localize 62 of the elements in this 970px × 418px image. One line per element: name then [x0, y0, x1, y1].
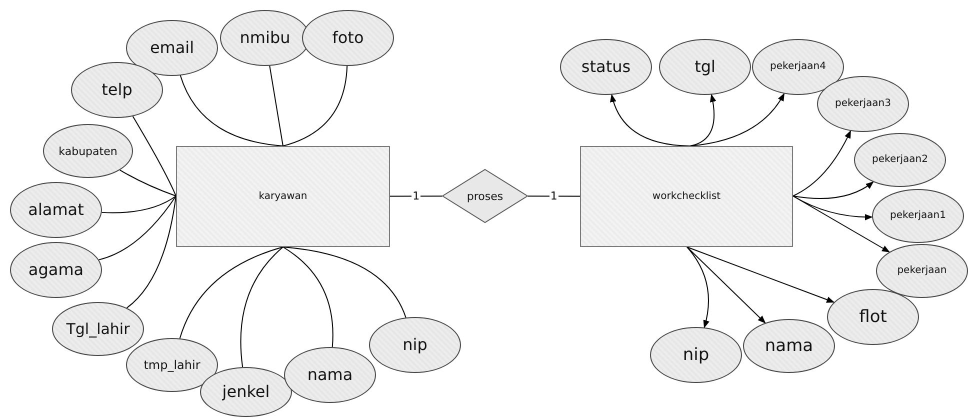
- arrow: [686, 246, 835, 303]
- relationship-name: proses: [466, 190, 504, 202]
- attribute-ellipse: [827, 289, 919, 345]
- edge-label: 1: [412, 190, 421, 202]
- connector-line: [527, 196, 580, 197]
- edge-label: 1: [549, 190, 558, 202]
- attribute-name: status: [581, 59, 631, 75]
- attribute-name: foto: [332, 30, 364, 46]
- attribute-name: nip: [402, 337, 428, 353]
- arrow: [690, 94, 716, 146]
- connector-line: [240, 246, 284, 368]
- arrow: [610, 94, 690, 146]
- attribute-name: jenkel: [222, 384, 270, 400]
- entity-name: karyawan: [258, 192, 308, 202]
- attribute-name: nmibu: [240, 30, 290, 46]
- entity-name: workchecklist: [652, 192, 721, 202]
- arrow: [792, 130, 852, 196]
- attribute-name: pekerjaan: [897, 266, 947, 276]
- attribute-name: kabupaten: [58, 146, 118, 156]
- attribute-name: nip: [682, 346, 710, 364]
- attribute-name: nama: [764, 338, 814, 354]
- relationship-diamond: [442, 169, 528, 223]
- attribute-name: email: [150, 40, 194, 56]
- entity-box: [176, 146, 390, 247]
- attribute-name: tgl: [694, 59, 716, 75]
- attribute-name: tmp_lahir: [144, 359, 200, 371]
- connector-line: [98, 196, 176, 260]
- connector-line: [269, 65, 284, 146]
- connector-line: [390, 196, 443, 197]
- connector-line: [282, 66, 348, 146]
- attribute-name: Tgl_lahir: [66, 322, 130, 336]
- attribute-ellipse: [743, 319, 835, 373]
- entity-box: [580, 146, 793, 247]
- arrow: [686, 246, 710, 328]
- attribute-name: nama: [307, 367, 353, 383]
- attribute-ellipse: [52, 302, 144, 356]
- attribute-name: pekerjaan3: [835, 99, 891, 109]
- connector-line: [180, 75, 284, 146]
- connector-line: [132, 116, 176, 196]
- attribute-name: pekerjaan2: [872, 155, 928, 165]
- attribute-name: pekerjaan4: [770, 62, 826, 72]
- connector-line: [126, 196, 176, 308]
- arrow: [792, 181, 874, 199]
- attribute-name: flot: [859, 308, 887, 326]
- connector-line: [179, 246, 284, 339]
- arrow: [690, 93, 785, 146]
- attribute-ellipse: [817, 76, 909, 132]
- attribute-ellipse: [284, 347, 376, 403]
- attribute-ellipse: [200, 367, 292, 417]
- attribute-name: telp: [102, 82, 132, 98]
- arrow: [792, 196, 890, 252]
- connector-line: [119, 170, 176, 196]
- attribute-ellipse: [126, 338, 218, 392]
- connector-line: [282, 246, 334, 348]
- attribute-name: agama: [28, 262, 84, 278]
- connector-line: [101, 196, 176, 214]
- connector-line: [282, 246, 406, 318]
- attribute-name: alamat: [28, 202, 84, 218]
- attribute-name: pekerjaan1: [890, 211, 946, 221]
- attribute-ellipse: [126, 20, 218, 76]
- attribute-ellipse: [876, 244, 968, 298]
- arrow: [686, 246, 766, 324]
